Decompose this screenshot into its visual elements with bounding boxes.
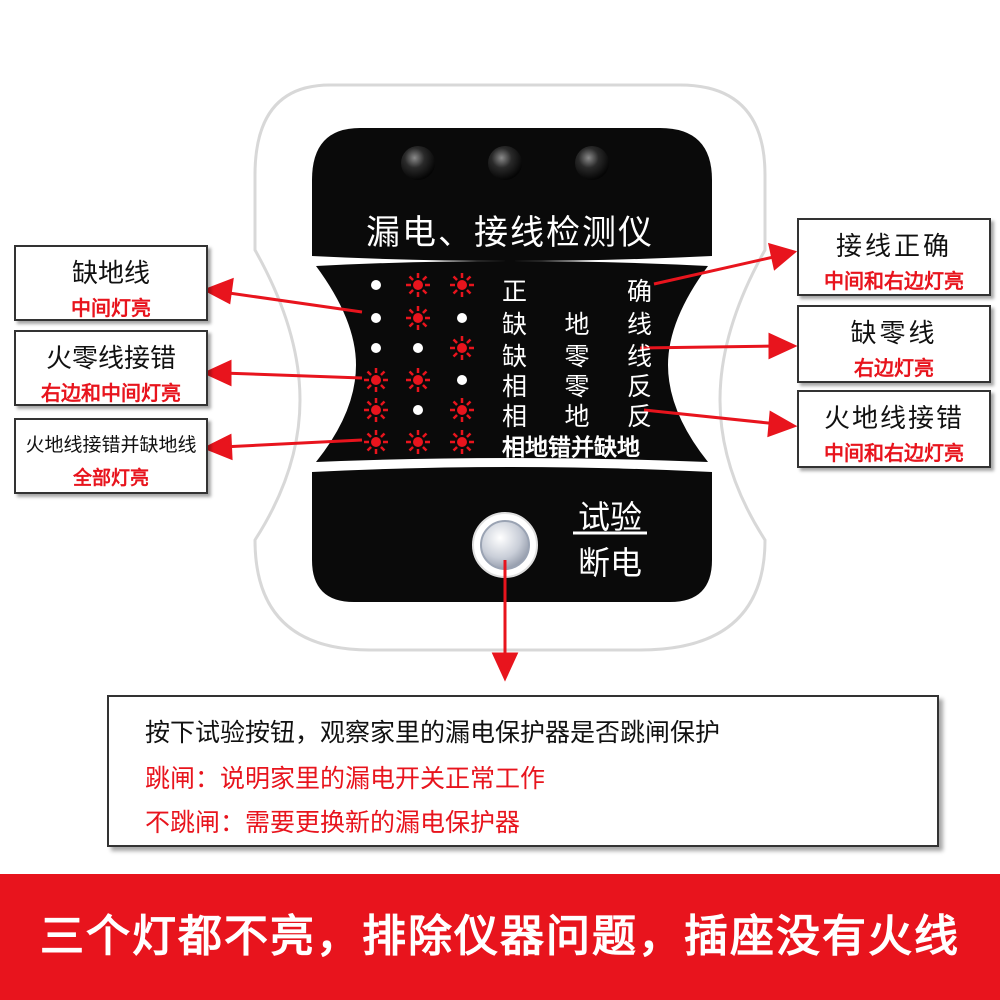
callout-title: 缺地线 [71,259,150,289]
instruction-not-tripped: 不跳闸：需要更换新的漏电保护器 [145,808,521,837]
led-lit [450,398,474,422]
row-label-phase-neutral-reversed: 相 零 反 [502,367,652,403]
callout-desc: 中间和右边灯亮 [824,269,964,293]
callout-title: 火地线接错 [823,404,964,434]
led-lit [364,430,388,454]
indicator-led-grid [364,273,474,454]
led-off [371,343,381,353]
callout-live-ground-wrong: 火地线接错 中间和右边灯亮 [797,390,991,468]
led-off [371,313,381,323]
row-label-char: 地 [564,402,590,431]
row-label-char: 零 [564,372,590,401]
callout-title: 火零线接错 [45,344,176,374]
row-label-char: 缺 [502,342,528,371]
row-label-missing-neutral: 缺 零 线 [502,337,652,373]
row-label-char: 零 [564,342,590,371]
led-off [413,405,423,415]
led-lit [406,368,430,392]
led-lit [450,273,474,297]
row-label-missing-ground: 缺 地 线 [502,305,652,341]
led-off [457,313,467,323]
test-label-top: 试验 [577,498,642,536]
instruction-line: 按下试验按钮，观察家里的漏电保护器是否跳闸保护 [145,718,721,747]
led-off [457,375,467,385]
led-lit [450,430,474,454]
callout-missing-ground: 缺地线 中间灯亮 [14,245,208,321]
row-label-char: 线 [626,310,652,339]
led-off [413,343,423,353]
banner-text: 三个灯都不亮，排除仪器问题，插座没有火线 [40,911,960,962]
callout-desc: 中间灯亮 [71,296,151,320]
led-lit [450,336,474,360]
row-label-char: 反 [626,402,652,431]
callout-title: 火地线接错并缺地线 [25,434,197,456]
instruction-box: 按下试验按钮，观察家里的漏电保护器是否跳闸保护 跳闸：说明家里的漏电开关正常工作… [107,695,939,847]
bottom-banner: 三个灯都不亮，排除仪器问题，插座没有火线 [0,874,1000,1000]
led-lit [364,368,388,392]
device-title: 漏电、接线检测仪 [366,213,654,253]
callout-title: 缺零线 [850,319,938,349]
knob-middle [488,146,522,180]
callout-live-neutral-wrong: 火零线接错 右边和中间灯亮 [14,330,208,406]
callout-wiring-correct: 接线正确 中间和右边灯亮 [797,218,991,296]
arrows [202,242,798,682]
row-label-char: 地 [564,310,590,339]
knob-right [575,146,609,180]
callout-desc: 右边和中间灯亮 [41,381,181,405]
row-label-char: 相 [502,402,528,431]
test-label-bottom: 断电 [577,544,642,582]
row-label-correct: 正 确 [502,272,652,308]
led-lit [406,430,430,454]
callout-title: 接线正确 [835,232,952,262]
row-label-char: 线 [626,342,652,371]
led-off [371,280,381,290]
row-label-char: 缺 [502,310,528,339]
led-lit [364,398,388,422]
callout-missing-neutral: 缺零线 右边灯亮 [797,305,991,383]
led-lit [406,273,430,297]
callout-desc: 全部灯亮 [72,467,149,489]
instruction-tripped: 跳闸：说明家里的漏电开关正常工作 [145,764,546,793]
callout-desc: 右边灯亮 [854,356,934,380]
row-label-phase-ground-reversed: 相 地 反 [502,397,652,433]
callout-live-ground-wrong-missing-ground: 火地线接错并缺地线 全部灯亮 [14,418,208,494]
row-label-phase-ground-wrong-missing-ground: 相地错并缺地 [502,435,640,461]
row-label-char: 确 [626,277,652,306]
led-lit [406,306,430,330]
callout-desc: 中间和右边灯亮 [824,441,964,465]
row-label-char: 相 [502,372,528,401]
row-label-char: 正 [502,277,528,306]
knob-left [401,146,435,180]
row-label-char: 反 [626,372,652,401]
